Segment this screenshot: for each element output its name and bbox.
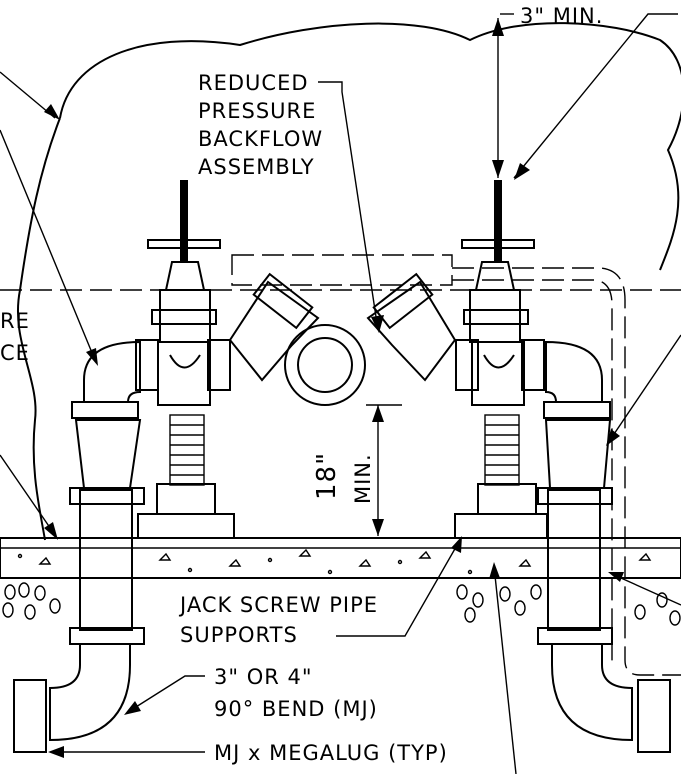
valve-side-flange-mid-left [207,339,231,391]
leader-slab-left-arrow [44,522,58,540]
flange-right-lower [537,487,613,505]
riser-pipe-left [79,489,133,631]
elbow-left-upper [83,340,141,403]
flange-left-upper [71,401,139,419]
flange-left-base [69,627,145,645]
label-supports-line2: SUPPORTS [180,623,298,647]
check-valve-left [228,280,320,382]
label-supports-line1: JACK SCREW PIPE [178,593,378,617]
leader-slab-left [0,454,56,536]
leader-3in-arrow [514,163,530,180]
drain-dashed-line-outer [452,267,681,676]
clearance-arrow-top [492,18,504,36]
label-assembly-line2: PRESSURE [198,99,316,123]
drain-dashed-line-inner [452,279,613,665]
mj-fitting-right [637,679,671,753]
leader-gravel-right-arrow [608,572,624,582]
leader-slab [493,565,517,774]
valve-body-right [471,341,525,406]
gate-valve-right [469,289,521,343]
height-arrow-bottom [372,519,384,536]
label-left-cut-2: CE [0,341,30,365]
enclosure-outline-left [16,117,61,541]
label-left-cut-1: RE [0,309,30,333]
handwheel-left [147,239,221,249]
leader-assembly-arrow [371,315,384,333]
label-bend-line2: 90° BEND (MJ) [214,697,378,721]
valve-side-flange-right [521,339,545,391]
flange-right-upper [543,401,611,419]
leader-supports-arrow [451,536,462,553]
valve-flange-left [151,309,217,325]
leader-bend [127,675,205,713]
valve-stem-right [494,180,502,262]
flange-left-lower [69,487,145,505]
leader-supports [336,539,461,637]
label-assembly-line4: ASSEMBLY [198,155,315,179]
support-pad-left [137,513,235,539]
leader-pipe-left-arrow [86,348,98,366]
label-bend-line1: 3" OR 4" [214,665,313,689]
mj-fitting-left [13,679,47,753]
relief-valve-port [297,337,353,393]
handwheel-right [461,239,535,249]
support-pad-right [454,513,548,539]
leader-right-edge [609,334,681,441]
valve-body-left [157,341,211,406]
riser-pipe-right [547,489,601,631]
label-megalug: MJ x MEGALUG (TYP) [214,741,448,765]
relief-valve-body [284,324,366,406]
enclosure-outline [59,22,681,271]
leader-megalug-arrow [48,746,64,758]
leader-pipe-left [0,129,96,361]
valve-flange-right [463,309,529,325]
bend-left-lower [49,644,131,742]
valve-side-flange-left [135,339,159,391]
support-column-right [477,483,537,515]
bend-right-lower [551,644,633,742]
check-valve-right [366,280,457,382]
reducer-right [544,419,612,489]
check-cover-left [252,272,314,330]
slab-aggregate [17,548,652,575]
reducer-left [74,419,142,489]
gate-valve-left [159,289,211,343]
leader-gravel-right [611,573,681,606]
valve-bonnet-right [475,261,515,291]
leader-assembly [318,81,379,331]
elbow-right-upper [545,340,603,403]
leader-bend-arrow [124,701,141,715]
label-height-unit: MIN. [351,453,375,504]
label-min-clearance: 3" MIN. [520,4,603,28]
valve-bonnet-left [165,261,205,291]
valve-side-flange-mid-right [455,339,479,391]
leader-enclosure-arrow [44,104,60,120]
flange-right-base [537,627,613,645]
height-arrow-top [372,405,384,422]
support-column-left [156,483,216,515]
label-assembly-line1: REDUCED [198,71,309,95]
leader-right-edge-arrow [606,429,620,446]
jack-screw-right [484,414,520,486]
gravel-base [2,582,681,626]
leader-3in [513,13,678,179]
concrete-slab [0,537,681,579]
label-height-value: 18" [312,452,342,500]
leader-slab-arrow [489,562,500,579]
heater-dashed-box [231,254,453,286]
label-assembly-line3: BACKFLOW [198,127,323,151]
jack-screw-left [169,414,205,486]
valve-stem-left [180,180,188,262]
clearance-arrow-bottom [492,160,504,178]
